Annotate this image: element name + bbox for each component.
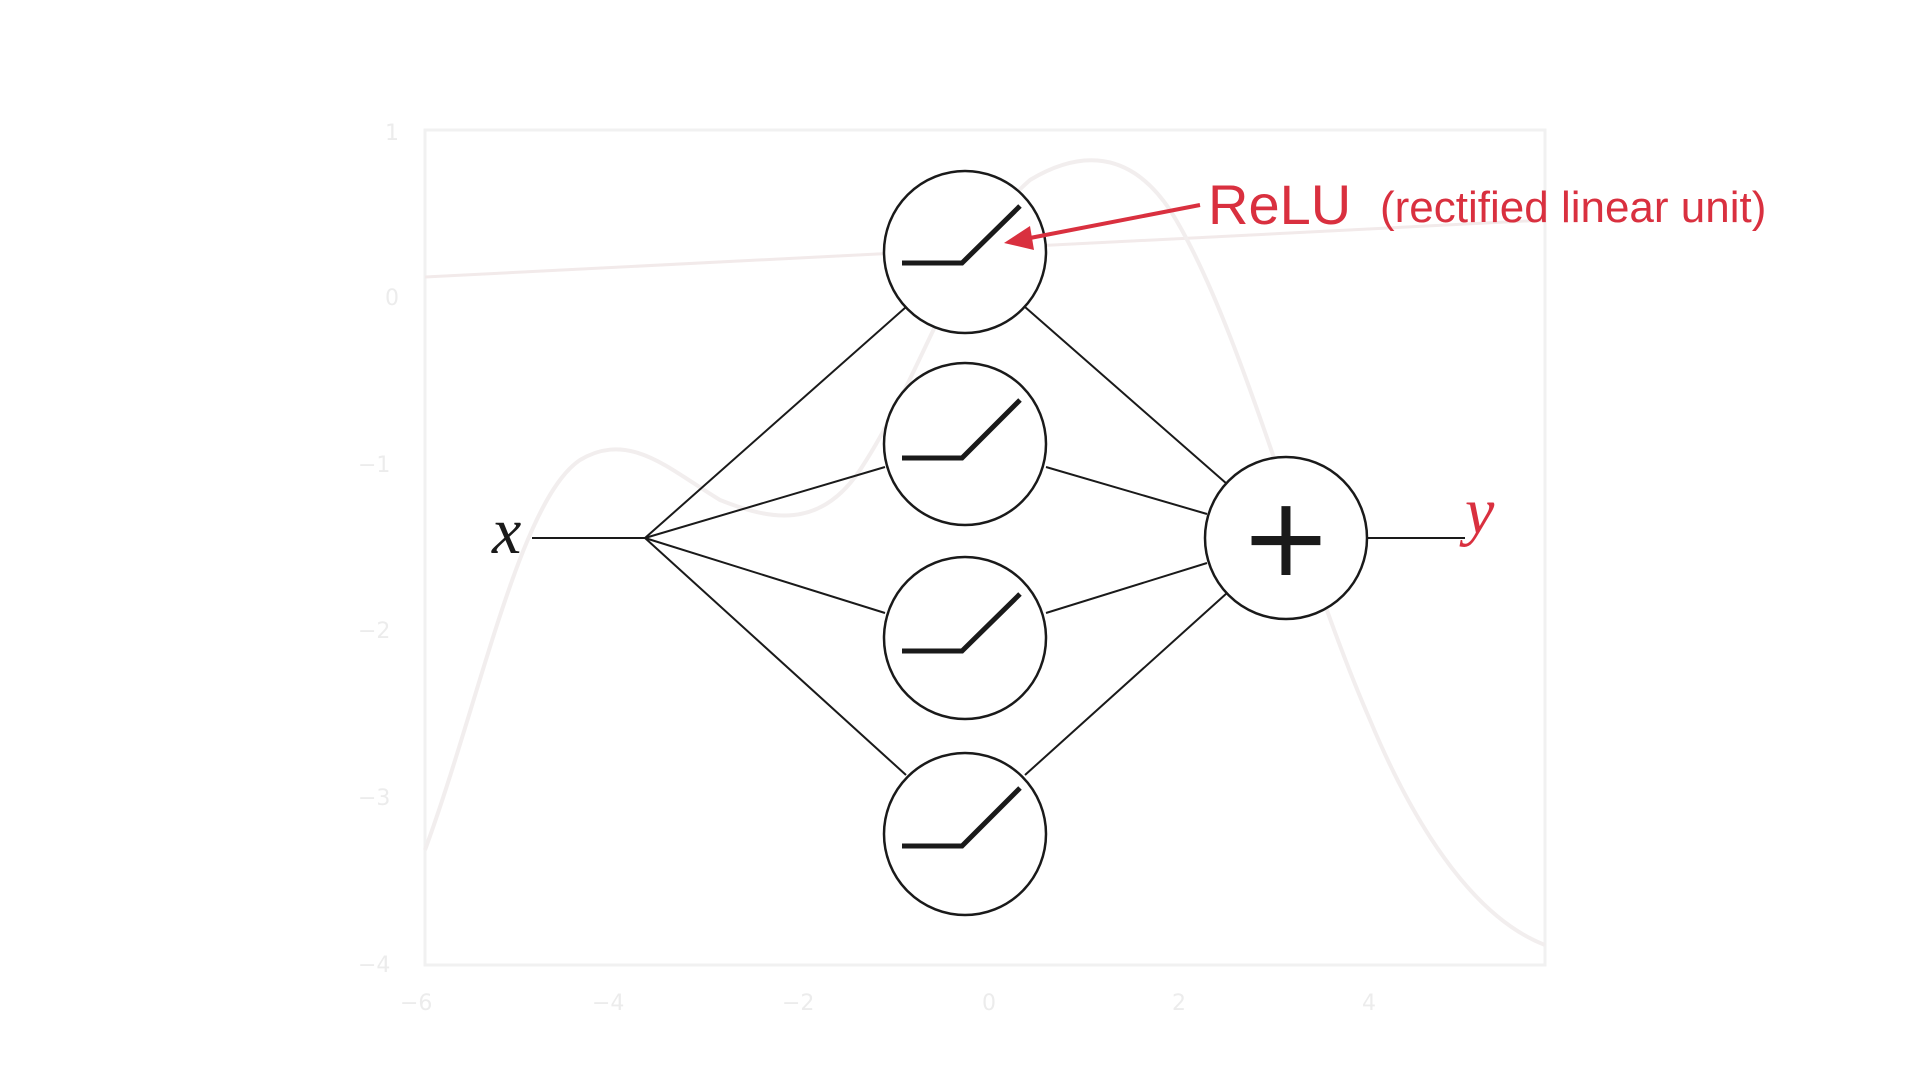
relu-icon (902, 592, 1022, 654)
sum-node: + (1203, 455, 1369, 621)
relu-unit (882, 169, 1048, 335)
relu-annotation: ReLU (rectified linear unit) (1004, 173, 1766, 250)
relu-icon (902, 204, 1022, 266)
plus-icon: + (1240, 473, 1332, 601)
relu-icon (902, 786, 1022, 849)
relu-icon (902, 398, 1022, 461)
edge-input-to-unit-3 (644, 537, 886, 614)
edge-input-to-unit-1 (644, 306, 907, 539)
annotation-subtitle: (rectified linear unit) (1380, 183, 1766, 232)
background-plot: 1 0 −1 −2 −3 −4 −6 −4 −2 0 2 4 1 (358, 121, 1547, 1016)
background-plot-x-tick: 4 (1362, 991, 1376, 1016)
background-plot-x-tick: −2 (782, 991, 814, 1016)
relu-unit (882, 555, 1048, 721)
background-plot-x-tick: −4 (592, 991, 624, 1016)
background-plot-y-tick: −1 (358, 453, 390, 478)
edge-input-to-unit-4 (644, 537, 907, 776)
network-connections (532, 306, 1465, 776)
relu-unit-circle (882, 169, 1048, 335)
annotation-title: ReLU (1208, 173, 1351, 236)
relu-unit-circle (882, 555, 1048, 721)
relu-unit (882, 751, 1048, 917)
edge-unit-2-to-sum (1045, 466, 1208, 515)
relu-unit (882, 361, 1048, 527)
edge-unit-4-to-sum (1024, 592, 1228, 776)
edge-input-to-unit-2 (644, 466, 886, 539)
background-plot-y-tick: −4 (358, 953, 390, 978)
background-plot-x-tick: 0 (982, 991, 996, 1016)
relu-unit-circle (882, 751, 1048, 917)
background-plot-x-tick: −6 (400, 991, 432, 1016)
edge-unit-1-to-sum (1024, 306, 1228, 485)
background-plot-y-tick: −3 (358, 786, 390, 811)
annotation-arrow-shaft (1029, 203, 1201, 240)
input-label: x (491, 495, 521, 568)
background-plot-frame (423, 128, 1547, 967)
background-plot-y-tick: −2 (358, 619, 390, 644)
sum-node-circle (1203, 455, 1369, 621)
background-plot-x-tick: 2 (1172, 991, 1186, 1016)
output-label: y (1459, 475, 1495, 548)
annotation-arrow-head-icon (1004, 226, 1034, 250)
edge-unit-3-to-sum (1045, 562, 1208, 614)
background-plot-y-tick: 0 (385, 286, 399, 311)
relu-unit-circle (882, 361, 1048, 527)
background-plot-y-tick: 1 (385, 121, 399, 146)
